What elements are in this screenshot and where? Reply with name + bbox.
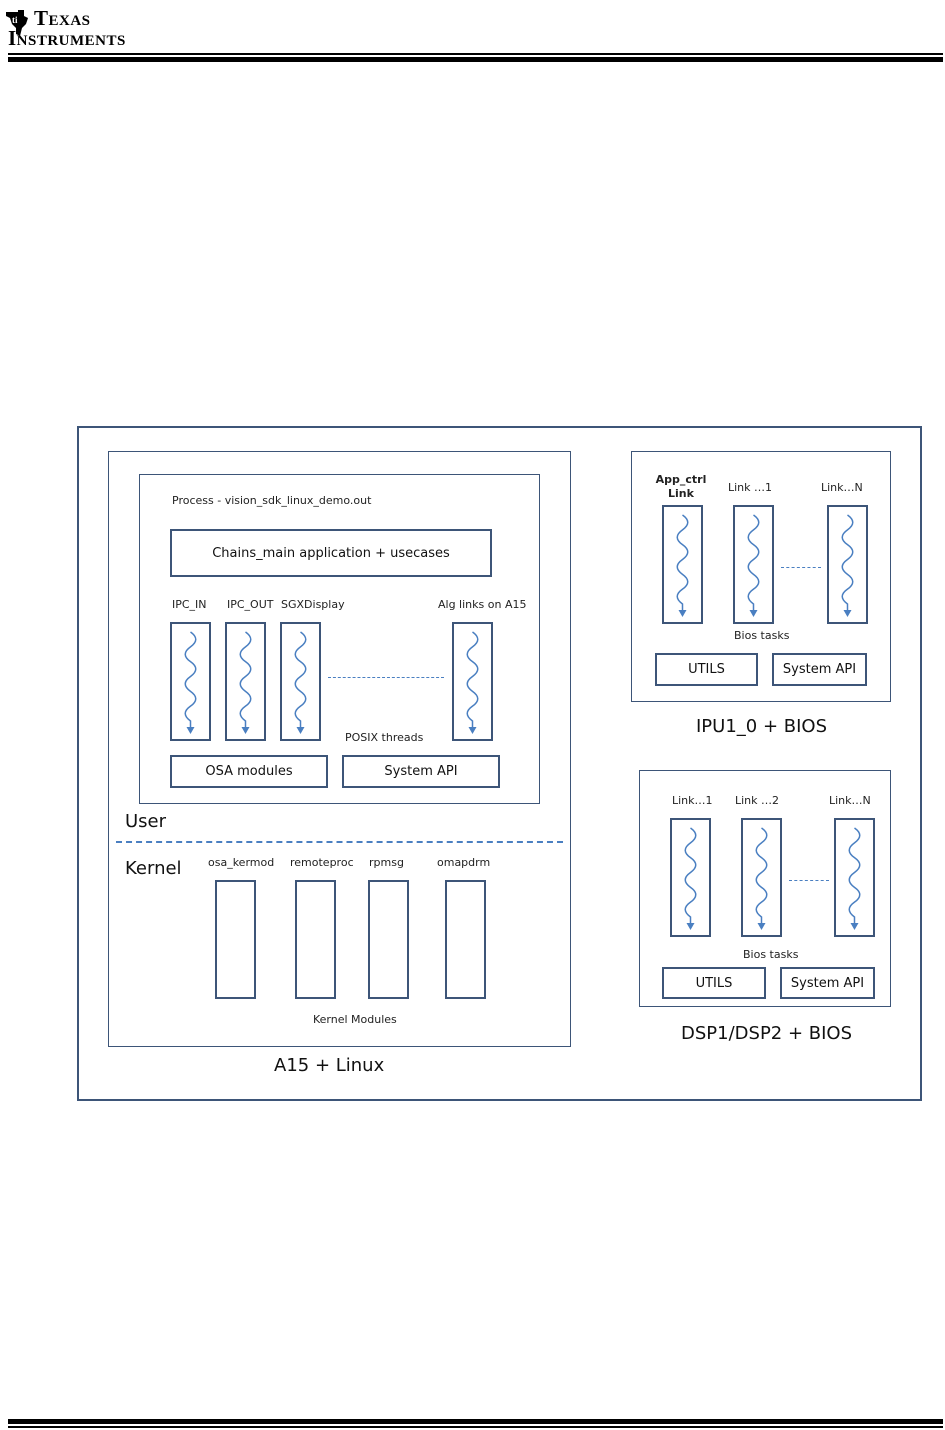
thread-ipu-link1	[733, 505, 774, 624]
thread-dsp-linkn	[834, 818, 875, 937]
svg-text:ti: ti	[12, 15, 18, 25]
chains-main-box: Chains_main application + usecases	[170, 529, 492, 577]
thread-wave-line	[848, 827, 861, 925]
thread-wave-icon	[239, 631, 252, 734]
kernel-module-rpmsg	[368, 880, 409, 999]
ipu-utils-box: UTILS	[655, 653, 758, 686]
thread-wave-line	[239, 631, 252, 729]
user-kernel-divider	[116, 841, 563, 843]
thread-label-sgxdisplay: SGXDisplay	[281, 598, 345, 611]
dsp-utils-box: UTILS	[662, 967, 766, 999]
kernel-modules-caption: Kernel Modules	[313, 1013, 397, 1026]
thread-arrowhead	[678, 610, 687, 617]
thread-wave-icon	[676, 514, 689, 617]
thread-ipu-linkn	[827, 505, 868, 624]
thread-wave-icon	[184, 631, 197, 734]
thread-wave-icon	[755, 827, 768, 930]
thread-sgxdisplay	[280, 622, 321, 741]
osa-modules-box: OSA modules	[170, 755, 328, 788]
dsp-system-api-box: System API	[780, 967, 875, 999]
kernel-module-label-omapdrm: omapdrm	[437, 856, 491, 869]
thread-wave-line	[747, 514, 760, 612]
thread-label-alg-links: Alg links on A15	[438, 598, 527, 611]
thread-arrowhead	[686, 923, 695, 930]
thread-label-ipc-out: IPC_OUT	[227, 598, 274, 611]
thread-arrowhead	[757, 923, 766, 930]
kernel-module-label-rpmsg: rpmsg	[369, 856, 404, 869]
ipu-bios-tasks-label: Bios tasks	[734, 629, 790, 642]
thread-wave-line	[294, 631, 307, 729]
header-rule-thin	[8, 53, 943, 55]
user-label: User	[125, 811, 167, 832]
ipu-system-api-box: System API	[772, 653, 867, 686]
thread-dsp-link2	[741, 818, 782, 937]
thread-dsp-link1	[670, 818, 711, 937]
thread-arrowhead	[850, 923, 859, 930]
ipu-linkn-label: Link…N	[821, 481, 863, 494]
thread-ellipsis-dsp	[789, 880, 829, 881]
a15-system-api-box: System API	[342, 755, 500, 788]
dsp-linkn-label: Link…N	[829, 794, 871, 807]
app-ctrl-link-label: App_ctrl Link	[655, 473, 707, 500]
kernel-module-omapdrm	[445, 880, 486, 999]
kernel-module-label-remoteproc: remoteproc	[290, 856, 354, 869]
thread-wave-line	[755, 827, 768, 925]
thread-wave-icon	[747, 514, 760, 617]
thread-wave-line	[684, 827, 697, 925]
thread-wave-line	[466, 631, 479, 729]
thread-arrowhead	[749, 610, 758, 617]
dsp-bios-tasks-label: Bios tasks	[743, 948, 799, 961]
kernel-module-label-osa-kermod: osa_kermod	[208, 856, 275, 869]
header-rule-thick	[8, 57, 943, 62]
a15-linux-caption: A15 + Linux	[274, 1055, 385, 1076]
dsp-link2-label: Link …2	[735, 794, 780, 807]
thread-arrowhead	[843, 610, 852, 617]
thread-wave-line	[676, 514, 689, 612]
thread-wave-line	[841, 514, 854, 612]
thread-arrowhead	[241, 727, 250, 734]
posix-threads-label: POSIX threads	[345, 731, 424, 744]
footer-rule-thick	[8, 1419, 943, 1424]
thread-label-ipc-in: IPC_IN	[172, 598, 207, 611]
thread-app-ctrl-link	[662, 505, 703, 624]
ti-logo-icon: ti	[6, 10, 28, 36]
logo-text-texas: Texas	[34, 6, 91, 30]
thread-wave-icon	[684, 827, 697, 930]
thread-ipc-in	[170, 622, 211, 741]
process-label: Process - vision_sdk_linux_demo.out	[172, 494, 372, 507]
thread-ipc-out	[225, 622, 266, 741]
dsp-caption: DSP1/DSP2 + BIOS	[681, 1023, 853, 1044]
ipu-link1-label: Link …1	[728, 481, 773, 494]
kernel-module-remoteproc	[295, 880, 336, 999]
thread-ellipsis-ipu	[781, 567, 821, 568]
kernel-module-osa-kermod	[215, 880, 256, 999]
footer-rule-thin	[8, 1426, 943, 1428]
thread-alg-links	[452, 622, 493, 741]
thread-wave-icon	[841, 514, 854, 617]
ipu-caption: IPU1_0 + BIOS	[696, 716, 828, 737]
thread-ellipsis-a15	[328, 677, 444, 678]
thread-wave-icon	[848, 827, 861, 930]
thread-arrowhead	[186, 727, 195, 734]
kernel-label: Kernel	[125, 858, 182, 879]
thread-wave-line	[184, 631, 197, 729]
ti-logo: ti Texas Instruments	[4, 6, 144, 50]
thread-wave-icon	[466, 631, 479, 734]
thread-wave-icon	[294, 631, 307, 734]
thread-arrowhead	[296, 727, 305, 734]
logo-text-instruments: Instruments	[8, 26, 126, 50]
thread-arrowhead	[468, 727, 477, 734]
dsp-link1-label: Link…1	[672, 794, 713, 807]
